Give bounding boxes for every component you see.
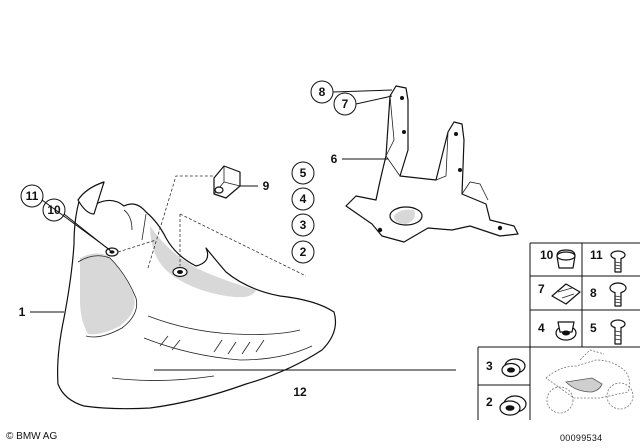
legend-label-7: 7	[538, 282, 545, 296]
legend-label-2: 2	[486, 395, 493, 409]
holder-bracket-part	[345, 85, 519, 243]
screw-8-icon	[609, 282, 627, 307]
bush-4-icon	[555, 321, 577, 341]
callout-8: 8	[310, 80, 334, 104]
svg-text:9: 9	[263, 179, 270, 193]
callout-10: 10	[42, 198, 66, 222]
callout-6: 6	[331, 152, 338, 166]
legend-label-8: 8	[590, 286, 597, 300]
screw-5-icon	[610, 319, 626, 345]
svg-text:5: 5	[300, 166, 307, 180]
svg-text:12: 12	[293, 385, 307, 399]
nut-clip-7-icon	[551, 283, 581, 305]
legend-label-5: 5	[590, 321, 597, 335]
grommet-10-icon	[556, 249, 576, 269]
svg-text:7: 7	[342, 97, 349, 111]
callout-4: 4	[291, 187, 315, 211]
svg-text:8: 8	[319, 85, 326, 99]
callout-7: 7	[333, 92, 357, 116]
callout-5: 5	[291, 161, 315, 185]
screw-11-icon	[610, 250, 626, 273]
svg-text:3: 3	[300, 218, 307, 232]
svg-text:1: 1	[19, 305, 26, 319]
callout-12: 12	[293, 385, 307, 399]
drawing-number: 00099534	[560, 433, 603, 443]
legend-label-10: 10	[540, 248, 554, 262]
legend-label-11: 11	[590, 248, 603, 262]
svg-text:4: 4	[300, 192, 307, 206]
clip-bracket-part	[213, 165, 241, 199]
small-parts-legend: 10 11 7 8 4 5	[477, 242, 640, 420]
motorcycle-thumbnail-icon	[545, 349, 634, 414]
svg-text:6: 6	[331, 152, 338, 166]
svg-text:11: 11	[26, 189, 39, 203]
svg-text:2: 2	[300, 245, 307, 259]
callout-2: 2	[291, 240, 315, 264]
legend-label-3: 3	[486, 359, 493, 373]
engine-spoiler-part	[57, 181, 337, 410]
callout-9: 9	[263, 179, 270, 193]
copyright-text: © BMW AG	[6, 431, 58, 442]
callout-1: 1	[19, 305, 26, 319]
legend-label-4: 4	[538, 321, 545, 335]
grommet-3-icon	[501, 358, 526, 378]
callout-3: 3	[291, 213, 315, 237]
callout-11: 11	[20, 184, 44, 208]
grommet-2-icon	[499, 395, 527, 416]
